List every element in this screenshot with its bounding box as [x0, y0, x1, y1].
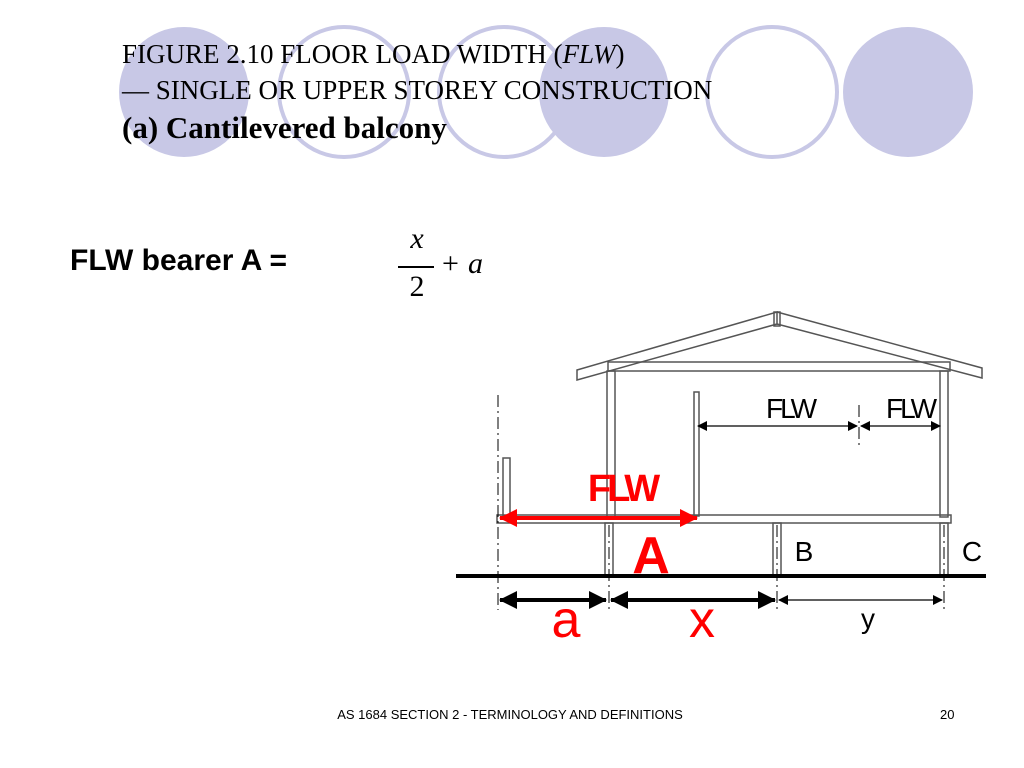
bearer-label-b: B: [795, 536, 814, 567]
flw-label-top-left: FLW: [766, 393, 818, 424]
dim-label-a: a: [552, 591, 581, 649]
deco-circle: [119, 27, 249, 157]
deco-circle: [539, 27, 669, 157]
wall-internal: [693, 391, 700, 517]
formula-plus: +: [442, 247, 459, 280]
footer-text: AS 1684 SECTION 2 - TERMINOLOGY AND DEFI…: [337, 707, 683, 722]
page-number: 20: [940, 707, 955, 722]
ceiling-joist: [607, 361, 951, 372]
fraction-bar: [398, 266, 434, 268]
floor-load-diagram: FLW FLW FLW A B C a x y: [456, 311, 986, 649]
roof-left: [576, 311, 778, 381]
formula-numerator: x: [410, 222, 424, 255]
roof-right: [776, 311, 983, 379]
subtitle: (a) Cantilevered balcony: [122, 110, 447, 145]
decorative-circles: [119, 25, 973, 159]
deco-circle: [277, 25, 411, 159]
balustrade-post: [502, 457, 511, 517]
title-line-2: — SINGLE OR UPPER STOREY CONSTRUCTION: [122, 75, 713, 105]
dim-label-y: y: [861, 603, 875, 634]
formula: x 2 + a: [392, 222, 502, 318]
formula-label: FLW bearer A =: [70, 244, 288, 277]
deco-circle: [705, 25, 839, 159]
flw-label-top-right: FLW: [886, 393, 938, 424]
bearer-label-c: C: [962, 536, 982, 567]
bearer-label-a: A: [632, 527, 670, 585]
formula-denominator: 2: [409, 270, 425, 303]
floor-joists: [496, 514, 952, 524]
slide-title: FIGURE 2.10 FLOOR LOAD WIDTH (FLW) — SIN…: [122, 36, 942, 148]
wall-right: [939, 370, 949, 518]
dim-label-x: x: [689, 591, 715, 649]
formula-variable: a: [468, 247, 483, 280]
ridge-post: [773, 311, 781, 327]
deco-circle: [843, 27, 973, 157]
flw-label-red: FLW: [588, 468, 660, 510]
title-line-1: FIGURE 2.10 FLOOR LOAD WIDTH (FLW): [122, 39, 625, 69]
